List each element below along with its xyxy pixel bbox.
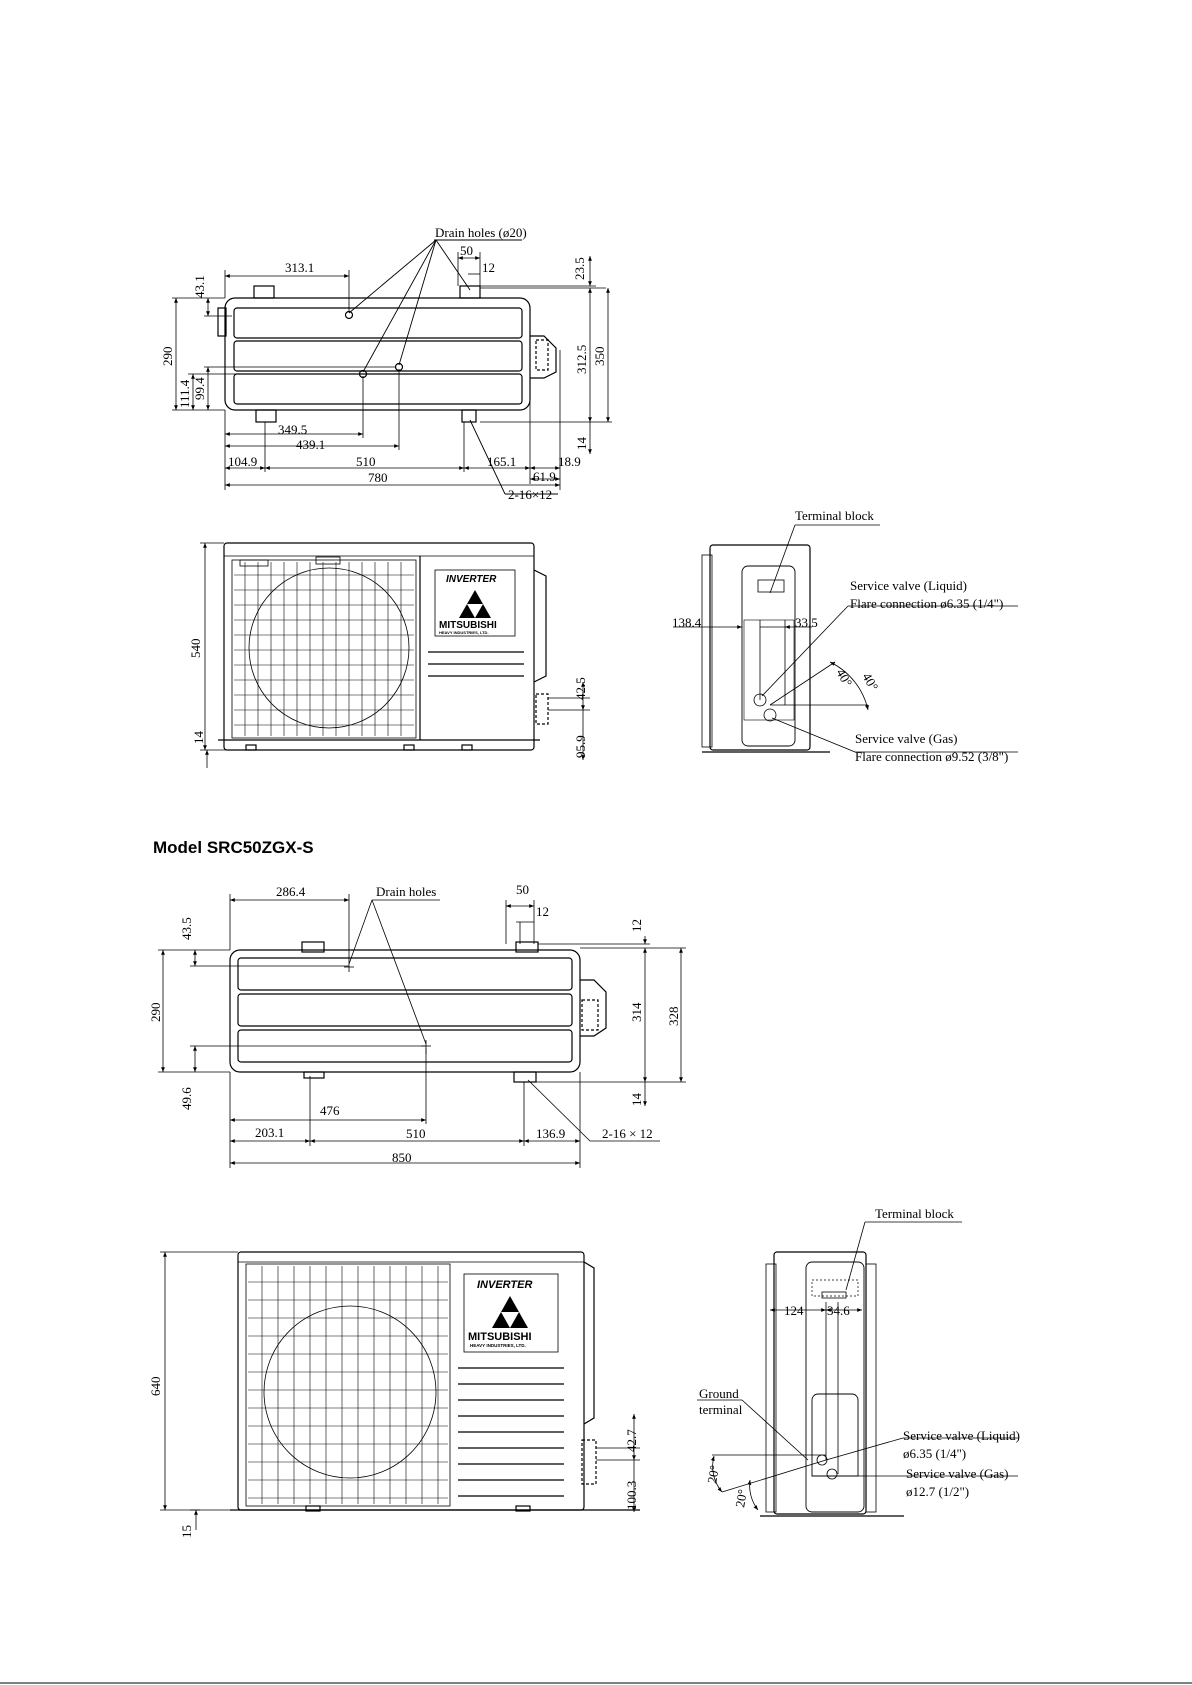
dim-203-1: 203.1 <box>255 1125 284 1140</box>
unit1-front-view <box>200 542 590 768</box>
dim-104-9: 104.9 <box>228 454 257 469</box>
dim-328: 328 <box>666 1007 681 1027</box>
inverter-logo-text-2: INVERTER <box>477 1279 532 1291</box>
unit2-side-labels: Terminal block Ground terminal Service v… <box>699 1206 1020 1509</box>
mitsubishi-diamond-icon-3 <box>475 604 491 618</box>
dim-290: 290 <box>160 347 175 367</box>
unit2-top-labels: Drain holes 286.4 50 12 12 43.5 290 314 … <box>148 882 681 1165</box>
model-title-src50: Model SRC50ZGX-S <box>153 838 314 857</box>
inverter-logo-text: INVERTER <box>446 574 497 585</box>
angle-20-b: 20° <box>732 1488 750 1509</box>
dim-290-2: 290 <box>148 1003 163 1023</box>
service-valve-gas-label: Service valve (Gas) <box>855 731 958 746</box>
dim-2-16x12: 2-16×12 <box>508 487 552 502</box>
unit1-front-labels: 540 14 42.5 95.9 <box>188 639 588 759</box>
unit1-front-logo: INVERTER MITSUBISHI HEAVY INDUSTRIES, LT… <box>439 574 497 635</box>
dim-50: 50 <box>460 243 473 258</box>
dim-50-2: 50 <box>516 882 529 897</box>
dim-2-16x12-2: 2-16 × 12 <box>602 1126 653 1141</box>
dim-15: 15 <box>179 1525 194 1538</box>
dim-313-1: 313.1 <box>285 260 314 275</box>
heavy-industries-text: HEAVY INDUSTRIES, LTD. <box>439 630 489 635</box>
ground-label: Ground <box>699 1386 739 1401</box>
dim-540: 540 <box>188 639 203 659</box>
service-valve-liquid-label-2: Service valve (Liquid) <box>903 1428 1020 1443</box>
unit2-top-view <box>158 894 686 1168</box>
unit2-front-logo: INVERTER MITSUBISHI HEAVY INDUSTRIES, LT… <box>468 1279 532 1348</box>
flare-connection-gas-label: Flare connection ø9.52 (3/8") <box>855 749 1008 764</box>
angle-20-a: 20° <box>704 1464 722 1485</box>
mitsubishi-diamond-icon-4 <box>501 1296 519 1312</box>
dim-23-5: 23.5 <box>572 257 587 280</box>
dim-33-5: 33.5 <box>795 615 818 630</box>
dim-99-4: 99.4 <box>192 377 207 400</box>
mitsubishi-diamond-icon <box>467 590 483 604</box>
dim-349-5: 349.5 <box>278 422 307 437</box>
dim-350: 350 <box>592 347 607 367</box>
dim-640: 640 <box>148 1377 163 1397</box>
terminal-block-label-2: Terminal block <box>875 1206 954 1221</box>
dim-136-9: 136.9 <box>536 1126 565 1141</box>
terminal-block-label: Terminal block <box>795 508 874 523</box>
dim-138-4: 138.4 <box>672 615 702 630</box>
flare-liquid-label-2: ø6.35 (1/4") <box>903 1446 966 1461</box>
mitsubishi-logo-text: MITSUBISHI <box>439 620 497 631</box>
mitsubishi-logo-text-2: MITSUBISHI <box>468 1331 532 1343</box>
dim-12-3: 12 <box>629 919 644 932</box>
dim-12: 12 <box>482 260 495 275</box>
mitsubishi-diamond-icon-6 <box>510 1312 528 1328</box>
heavy-industries-text-2: HEAVY INDUSTRIES, LTD. <box>470 1343 526 1348</box>
mitsubishi-diamond-icon-5 <box>492 1312 510 1328</box>
unit2-front-view <box>160 1251 640 1530</box>
drain-holes-label: Drain holes (ø20) <box>435 225 527 240</box>
terminal-label: terminal <box>699 1402 743 1417</box>
dim-780: 780 <box>368 470 388 485</box>
service-valve-gas-label-2: Service valve (Gas) <box>906 1466 1009 1481</box>
unit1-top-view <box>172 239 612 495</box>
mitsubishi-diamond-icon-2 <box>459 604 475 618</box>
service-valve-liquid-label: Service valve (Liquid) <box>850 578 967 593</box>
angle-40-a: 40° <box>833 666 855 689</box>
dim-100-3: 100.3 <box>624 1481 639 1510</box>
dim-61-9: 61.9 <box>533 469 556 484</box>
dim-18-9: 18.9 <box>558 454 581 469</box>
dim-111-4: 111.4 <box>177 379 192 408</box>
unit1-side-view <box>673 524 1018 753</box>
unit1-top-labels: Drain holes (ø20) 313.1 50 12 23.5 43.1 … <box>160 225 607 502</box>
dim-510-2: 510 <box>406 1126 426 1141</box>
unit2-side-view <box>697 1221 1018 1517</box>
dim-12-2: 12 <box>536 904 549 919</box>
dim-43-1: 43.1 <box>192 275 207 298</box>
dim-476: 476 <box>320 1103 340 1118</box>
dim-49-6: 49.6 <box>179 1087 194 1110</box>
dim-312-5: 312.5 <box>574 345 589 374</box>
dim-314: 314 <box>629 1002 644 1022</box>
angle-40-b: 40° <box>859 670 881 693</box>
dim-510: 510 <box>356 454 376 469</box>
dim-124: 124 <box>784 1303 804 1318</box>
dim-42-7: 42.7 <box>624 1429 639 1452</box>
dim-95-9: 95.9 <box>573 735 588 758</box>
dim-42-5: 42.5 <box>573 677 588 700</box>
dim-439-1: 439.1 <box>296 437 325 452</box>
dim-14: 14 <box>574 437 589 451</box>
dim-850: 850 <box>392 1150 412 1165</box>
dim-34-6: 34.6 <box>827 1303 850 1318</box>
dim-14-front: 14 <box>191 731 206 745</box>
flare-gas-label-2: ø12.7 (1/2") <box>906 1484 969 1499</box>
dim-286-4: 286.4 <box>276 884 306 899</box>
drain-holes-label-2: Drain holes <box>376 884 436 899</box>
dim-43-5: 43.5 <box>179 917 194 940</box>
unit1-side-labels: Terminal block Service valve (Liquid) Fl… <box>672 508 1008 764</box>
dim-14-2: 14 <box>629 1093 644 1107</box>
unit2-front-labels: 640 15 42.7 100.3 <box>148 1377 639 1539</box>
flare-connection-liquid-label: Flare connection ø6.35 (1/4") <box>850 596 1003 611</box>
dim-165-1: 165.1 <box>487 454 516 469</box>
